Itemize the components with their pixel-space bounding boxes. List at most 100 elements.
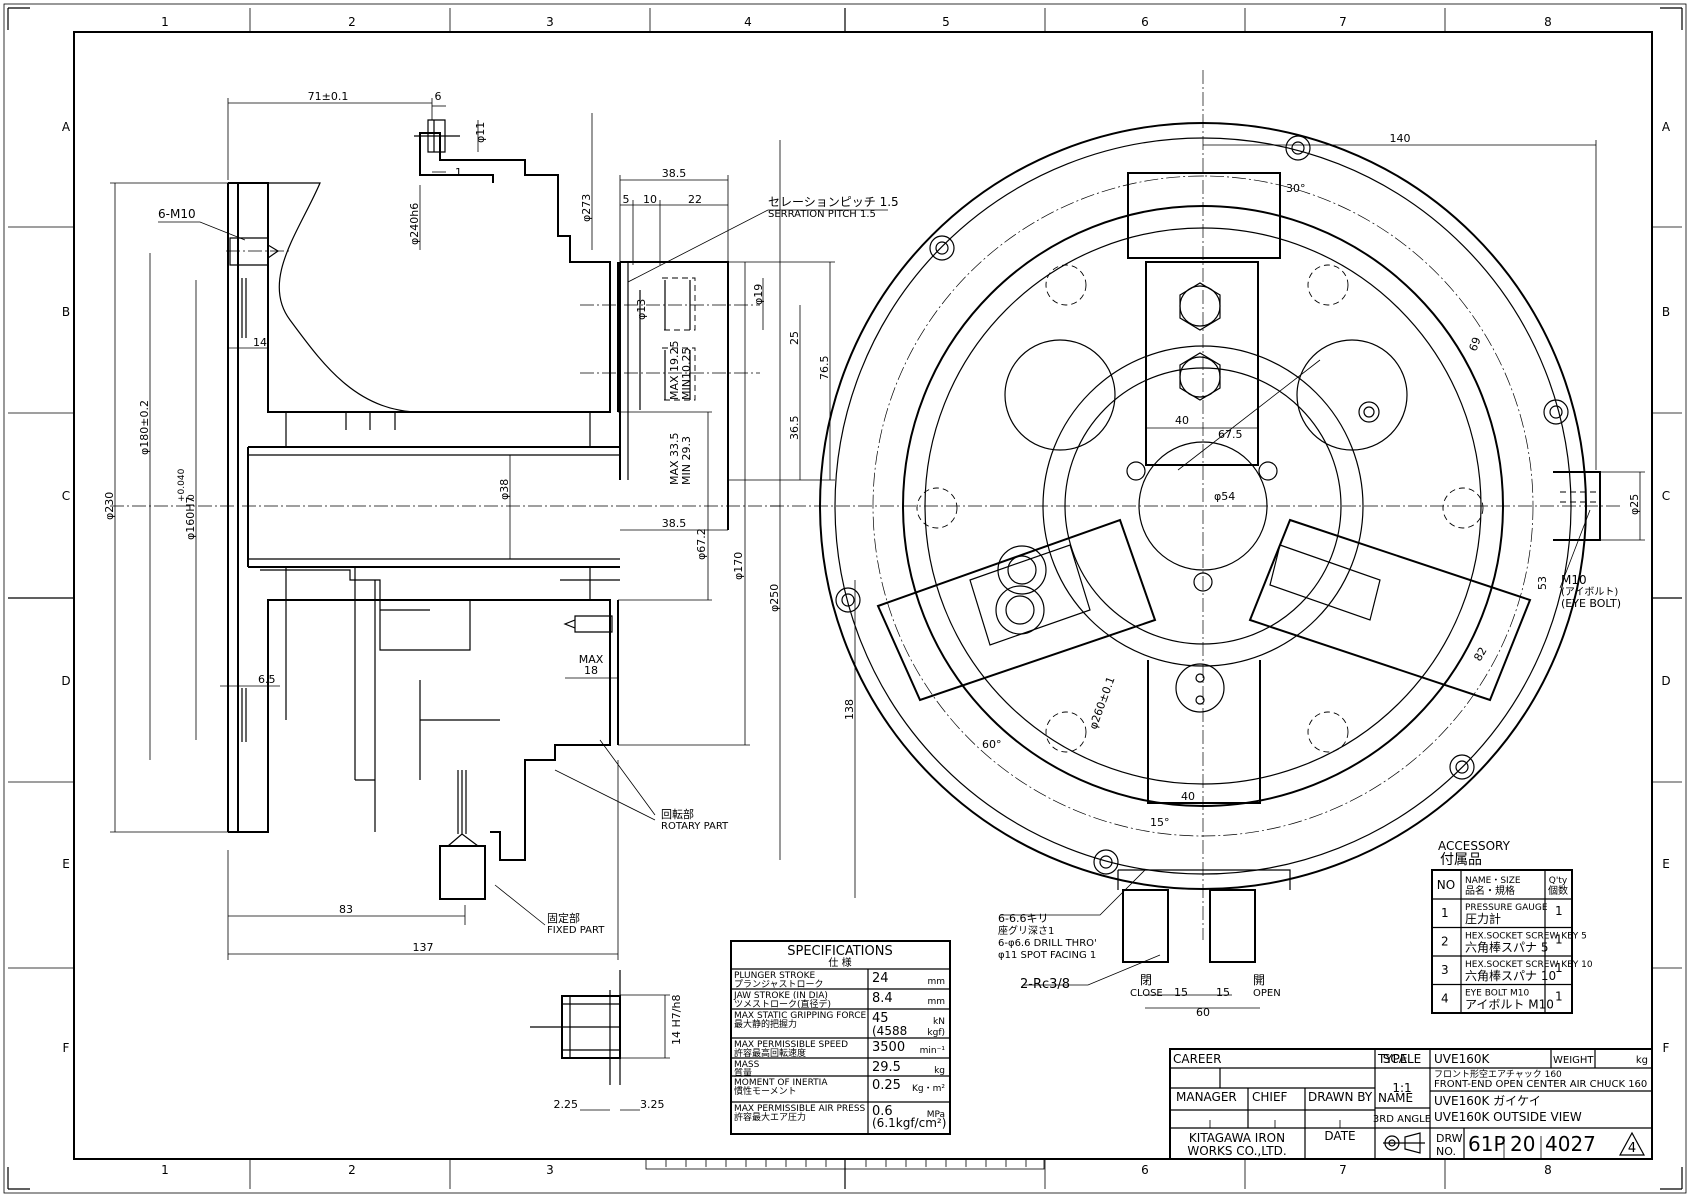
nut-dim-14: 14 H7/h8 — [670, 995, 683, 1045]
jaw-dim-5: 5 — [623, 193, 630, 206]
rc-label: 2-Rc3/8 — [1020, 977, 1070, 992]
acc-row-name-en: HEX.SOCKET SCREW KEY 5 — [1465, 932, 1587, 942]
serration-jp: セレーションピッチ 1.5 — [768, 195, 899, 209]
acc-col-no: NO — [1437, 878, 1455, 892]
tb-drawn-by: DRAWN BY — [1308, 1090, 1373, 1104]
grid-col-bot-3: 3 — [546, 1163, 554, 1177]
nut-detail: 14 H7/h8 2.25 3.25 — [530, 970, 683, 1111]
jaw-dim-phi19: φ19 — [752, 284, 765, 305]
tb-type-label: TYPE — [1377, 1052, 1407, 1066]
jaw-dim-38-5-bot: 38.5 — [662, 517, 687, 530]
jaw-detail: 38.5 5 10 22 セレーションピッチ 1.5 SERRATION PIT… — [580, 167, 899, 531]
dim-1: 1 — [455, 166, 462, 179]
third-angle-projection-icon — [1383, 1132, 1425, 1154]
dim-18: 18 — [584, 664, 598, 677]
tb-weight-label: WEIGHT — [1553, 1055, 1594, 1066]
dim-phi180: φ180±0.2 — [138, 400, 151, 455]
grid-col-top-5: 5 — [942, 15, 950, 29]
tb-drw-part-c: 4027 — [1545, 1132, 1596, 1156]
spec-value-2: (6.1kgf/cm²) — [872, 1116, 946, 1130]
fv-dim-15deg: 15° — [1150, 816, 1170, 829]
spec-value: 0.6 — [872, 1104, 893, 1119]
jaw-min-29-3: MIN 29.3 — [680, 436, 693, 485]
grid-row-right-F: F — [1663, 1041, 1670, 1055]
fv-dim-phi54: φ54 — [1214, 490, 1235, 503]
grid-col-bot-6: 6 — [1141, 1163, 1149, 1177]
acc-row-qty: 1 — [1555, 990, 1563, 1004]
spec-value: 24 — [872, 971, 889, 986]
dim-phi273: φ273 — [580, 194, 593, 222]
rotary-part-en: ROTARY PART — [661, 821, 729, 832]
grid-row-left-C: C — [62, 489, 70, 503]
dim-6-m10: 6-M10 — [158, 207, 196, 221]
grid-labels: 1 2 3 4 5 6 7 8 1 2 3 6 7 8 A B C D E F … — [61, 15, 1671, 1177]
rotary-part-jp: 回転部 — [661, 807, 694, 821]
spec-name-en: MASS — [734, 1060, 760, 1070]
spec-unit: mm — [927, 977, 945, 987]
acc-col-qty-en: Q'ty — [1549, 876, 1568, 886]
dim-phi230: φ230 — [103, 492, 116, 520]
spec-unit: kN — [933, 1017, 945, 1027]
spec-unit-2: kgf) — [927, 1028, 945, 1038]
open-en: OPEN — [1253, 988, 1281, 999]
grid-col-top-8: 8 — [1544, 15, 1552, 29]
fv-dim-60deg: 60° — [982, 738, 1002, 751]
spec-name-jp: 最大静的把握力 — [734, 1018, 797, 1030]
side-view-dimensions: 71±0.1 6 φ11 1 φ273 φ240h6 6-M10 14 φ180… — [103, 90, 781, 960]
spec-name-jp: 許容最大エア圧力 — [734, 1111, 806, 1123]
fv-dim-30deg: 30° — [1286, 182, 1306, 195]
fixed-part-jp: 固定部 — [547, 911, 580, 925]
grid-row-right-D: D — [1661, 674, 1670, 688]
dim-6: 6 — [435, 90, 442, 103]
tb-name-jp: フロント形空エアチャック 160 — [1434, 1068, 1562, 1080]
fv-dim-69: 69 — [1467, 335, 1484, 353]
dim-phi11: φ11 — [474, 122, 487, 143]
spec-value: 29.5 — [872, 1060, 901, 1075]
acc-col-name-en: NAME・SIZE — [1465, 876, 1521, 886]
tb-manager: MANAGER — [1176, 1090, 1237, 1104]
dim-phi160-tol-top: +0.040 — [177, 468, 187, 502]
fixed-part-en: FIXED PART — [547, 925, 605, 936]
dim-phi160: φ160H7 — [184, 496, 197, 540]
title-block: CAREER MANAGER CHIEF DRAWN BY DATE KITAG… — [1169, 1048, 1653, 1160]
eyebolt-en: (EYE BOLT) — [1561, 597, 1621, 610]
spec-title-jp: 仕 様 — [828, 956, 851, 969]
fv-dim-60: 60 — [1196, 1006, 1210, 1019]
spec-title: SPECIFICATIONS — [787, 944, 892, 959]
fv-dim-15b: 15 — [1216, 986, 1230, 999]
specifications-table: SPECIFICATIONS 仕 様 PLUNGER STROKEプランジャスト… — [730, 940, 951, 1135]
acc-row-no: 4 — [1441, 992, 1449, 1006]
spec-unit: min⁻¹ — [920, 1046, 946, 1056]
tb-revision: 4 — [1628, 1141, 1636, 1156]
tb-scale-value: 1:1 — [1392, 1081, 1411, 1095]
jaw-dim-36-5: 36.5 — [788, 416, 801, 441]
acc-row-name-jp: 圧力計 — [1465, 911, 1501, 926]
grid-row-left-B: B — [62, 305, 70, 319]
spec-unit: mm — [927, 997, 945, 1007]
acc-row-no: 2 — [1441, 935, 1449, 949]
spec-value: 0.25 — [872, 1078, 901, 1093]
grid-row-right-E: E — [1662, 857, 1670, 871]
grid-row-left-A: A — [62, 120, 71, 134]
tb-name-label: NAME — [1378, 1091, 1413, 1105]
jaw-max-19-25: MAX 19.25 — [668, 340, 681, 400]
fv-dim-40-bot: 40 — [1181, 790, 1195, 803]
spec-unit: MPa — [927, 1110, 945, 1120]
acc-row-qty: 1 — [1555, 961, 1563, 975]
dim-83: 83 — [339, 903, 353, 916]
jaw-dim-phi13: φ13 — [635, 299, 648, 320]
dim-phi38: φ38 — [498, 479, 511, 500]
acc-row-no: 3 — [1441, 963, 1449, 977]
grid-col-bot-8: 8 — [1544, 1163, 1552, 1177]
fv-dim-15a: 15 — [1174, 986, 1188, 999]
accessory-table: ACCESSORY 付属品 NO NAME・SIZE 品名・規格 Q'ty 個数… — [1431, 839, 1593, 1014]
acc-row-qty: 1 — [1555, 933, 1563, 947]
grid-col-bot-2: 2 — [348, 1163, 356, 1177]
grid-col-top-2: 2 — [348, 15, 356, 29]
fv-dim-phi25: φ25 — [1628, 494, 1641, 515]
fv-dim-140: 140 — [1390, 132, 1411, 145]
acc-row-name-jp: 六角棒スパナ 10 — [1465, 969, 1556, 983]
spec-value: 3500 — [872, 1040, 905, 1055]
sheet-frame — [3, 3, 1687, 1194]
